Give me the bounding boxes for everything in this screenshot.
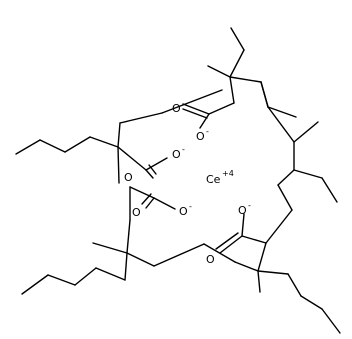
bond — [267, 106, 297, 118]
anion-charge-label: - — [182, 145, 185, 154]
bond — [47, 274, 76, 286]
bond — [241, 213, 245, 237]
bond — [124, 252, 128, 281]
bond — [126, 219, 131, 254]
bond — [241, 235, 267, 244]
anion-oxygen-label: O — [196, 130, 205, 143]
bond — [207, 65, 231, 78]
bond — [215, 232, 239, 250]
bond — [257, 270, 261, 293]
bond — [117, 146, 120, 184]
bond — [257, 270, 289, 275]
bond — [287, 273, 302, 297]
carboxylate-4: O - O — [203, 201, 341, 334]
metal-charge: +4 — [222, 169, 234, 178]
bond — [126, 252, 155, 267]
bond — [89, 136, 119, 148]
anion-charge-label: - — [189, 202, 192, 211]
bond — [265, 209, 293, 244]
bond — [119, 112, 163, 124]
anion-charge-label: - — [206, 127, 209, 136]
anion-oxygen-label: O — [172, 148, 181, 161]
bond — [182, 108, 208, 119]
metal-symbol: Ce — [206, 173, 221, 186]
bond — [39, 139, 66, 153]
cerium-ion: Ce +4 — [206, 169, 234, 186]
bond — [219, 235, 243, 254]
bond — [300, 295, 323, 310]
anion-oxygen-label: O — [238, 204, 247, 217]
bond — [145, 197, 155, 209]
bond — [257, 242, 267, 272]
bond — [64, 136, 91, 153]
lower-left-alkyl-chain — [21, 186, 205, 295]
bond — [161, 89, 223, 114]
bond — [277, 184, 293, 211]
bond — [229, 49, 245, 78]
bond — [129, 186, 155, 199]
bond — [95, 267, 126, 281]
bond — [199, 113, 210, 129]
carbonyl-oxygen-label: O — [132, 206, 141, 219]
anion-charge-label: - — [248, 201, 251, 210]
bond — [277, 169, 295, 186]
bond — [21, 274, 49, 295]
carbonyl-oxygen-label: O — [206, 253, 215, 266]
bond — [321, 308, 341, 334]
carbonyl-oxygen-label: O — [172, 102, 181, 115]
bond — [145, 157, 168, 171]
bond — [229, 76, 262, 83]
bond — [203, 243, 236, 263]
anion-oxygen-label: O — [179, 205, 188, 218]
bond — [267, 106, 295, 143]
carbonyl-oxygen-label: O — [124, 171, 133, 184]
carboxylate-3: O - O — [129, 186, 192, 219]
bond — [260, 81, 269, 108]
bond — [321, 177, 338, 203]
carboxylate-1: O O - — [172, 27, 297, 143]
right-alkyl-chain — [260, 81, 338, 244]
bond — [117, 122, 121, 148]
bond — [145, 169, 154, 179]
bond — [293, 169, 323, 179]
bond — [153, 243, 205, 267]
bond — [15, 139, 41, 155]
bond — [92, 242, 128, 254]
bond — [234, 261, 259, 272]
bond — [74, 267, 97, 286]
bond — [182, 103, 210, 115]
bond — [229, 76, 235, 104]
bond — [230, 27, 245, 51]
carboxylate-2: O - O — [15, 89, 223, 184]
bond — [153, 197, 176, 210]
bond — [117, 146, 147, 171]
bond — [208, 102, 235, 115]
bond — [293, 121, 319, 143]
bond — [148, 164, 157, 175]
